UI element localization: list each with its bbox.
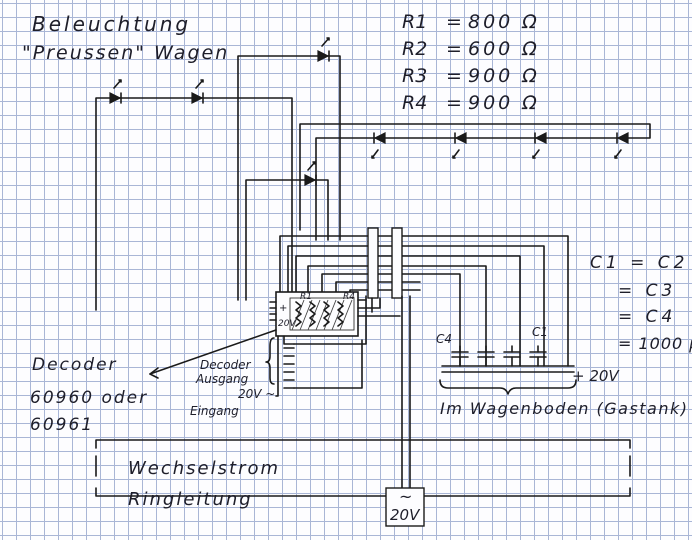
led-chain xyxy=(95,37,651,311)
resistor-r3 xyxy=(323,301,330,327)
led-8 xyxy=(614,132,629,159)
capacitor-c2 xyxy=(503,345,521,367)
gas-tank-label: Im Wagenboden (Gastank) xyxy=(440,399,688,418)
equals-sign: = xyxy=(446,38,462,60)
resistor-r3-name: R3 xyxy=(402,65,427,87)
ring-bottom-rail xyxy=(95,487,631,497)
decoder-output-line2: Ausgang xyxy=(195,372,249,386)
resistor-table: R1 = 800 Ω R2 = 600 Ω R3 = 900 Ω R4 = 90… xyxy=(402,11,540,114)
wire-led-right-row xyxy=(299,123,651,241)
decoder-board: + 20V R1 R4 xyxy=(265,291,401,397)
led-7 xyxy=(532,132,547,159)
led-5 xyxy=(371,132,386,159)
led-3 xyxy=(317,50,330,62)
wire-led-top-loop xyxy=(237,55,341,301)
decoder-label-line1: Decoder xyxy=(32,355,118,375)
capacitor-c3 xyxy=(477,345,495,367)
resistor-r1-tag: R1 xyxy=(300,292,312,302)
capacitor-c4-label: C4 xyxy=(436,332,452,346)
decoder-output-line1: Decoder xyxy=(200,358,252,372)
capacitor-c1-label: C1 xyxy=(532,325,548,339)
bus-wire-1 xyxy=(279,235,569,367)
bus-wire-2 xyxy=(287,245,545,367)
resistor-r4 xyxy=(337,301,344,327)
title-line2: "Preussen" Wagen xyxy=(22,42,229,64)
equals-sign: = xyxy=(446,11,462,33)
feed-wire-right xyxy=(395,295,403,495)
resistor-r2-value: 600 Ω xyxy=(468,38,540,60)
ac-ring-line: Wechselstrom Ringleitung ~ 20V xyxy=(95,439,631,527)
resistor-r3-value: 900 Ω xyxy=(468,65,540,87)
bus-wires xyxy=(279,227,569,367)
decoder-input-line: Eingang xyxy=(190,404,239,418)
capacitor-line2: = C3 xyxy=(618,281,676,301)
capacitor-line3: = C4 xyxy=(618,307,676,327)
resistor-r2 xyxy=(309,301,316,327)
led-6 xyxy=(452,132,467,159)
decoder-feed-wire xyxy=(293,299,367,345)
led-4 xyxy=(304,174,317,186)
equals-sign: = xyxy=(446,65,462,87)
decoder-right-leads xyxy=(357,295,401,317)
ac-tilde: ~ xyxy=(399,487,412,506)
equals-sign: = xyxy=(446,92,462,114)
decoder-label-line2: 60960 oder xyxy=(30,388,148,408)
decoder-input-volt: 20V ~ xyxy=(238,387,275,401)
connector-strip-right xyxy=(391,227,403,299)
resistor-r4-name: R4 xyxy=(402,92,427,114)
capacitor-brace xyxy=(439,379,577,395)
wire-led-left-loop xyxy=(95,97,293,311)
title-line1: Beleuchtung xyxy=(32,12,191,36)
ring-label-line2: Ringleitung xyxy=(128,489,253,510)
capacitor-line1: C1 = C2 xyxy=(590,253,688,273)
ring-voltage: 20V xyxy=(390,506,421,524)
capacitor-equation: C1 = C2 = C3 = C4 = 1000 µF xyxy=(590,253,692,353)
led-2 xyxy=(191,92,204,104)
resistor-r4-value: 900 Ω xyxy=(468,92,540,114)
wire-led-middle-loop xyxy=(245,179,329,301)
resistor-r2-name: R2 xyxy=(402,38,427,60)
capacitor-c4 xyxy=(451,345,469,367)
capacitor-bank: C4 C1 + 20V Im Wagenboden (Gastank) xyxy=(436,325,688,418)
led-1 xyxy=(109,92,122,104)
capacitor-line4: = 1000 µF xyxy=(618,334,692,353)
ring-top-rail xyxy=(95,439,631,449)
decoder-left-leads xyxy=(269,301,277,321)
decoder-pointer-line xyxy=(149,329,277,375)
bus-wire-5 xyxy=(321,273,461,367)
resistor-r1-name: R1 xyxy=(402,11,427,33)
pin-20v-label: 20V xyxy=(278,319,296,329)
plus-20v-label: + 20V xyxy=(572,367,620,385)
decoder-label-line3: 60961 xyxy=(30,415,94,435)
capacitor-c1 xyxy=(529,345,547,367)
ring-label-line1: Wechselstrom xyxy=(128,458,280,479)
pin-plus-label: + xyxy=(279,303,287,314)
ac-tap-box xyxy=(385,487,425,527)
pin-group-brace xyxy=(265,337,275,385)
connector-strip-left xyxy=(367,227,379,299)
resistor-r1-value: 800 Ω xyxy=(468,11,540,33)
resistor-r1 xyxy=(295,301,302,327)
bus-wire-3 xyxy=(295,255,521,367)
resistor-r4-tag: R4 xyxy=(343,292,355,302)
